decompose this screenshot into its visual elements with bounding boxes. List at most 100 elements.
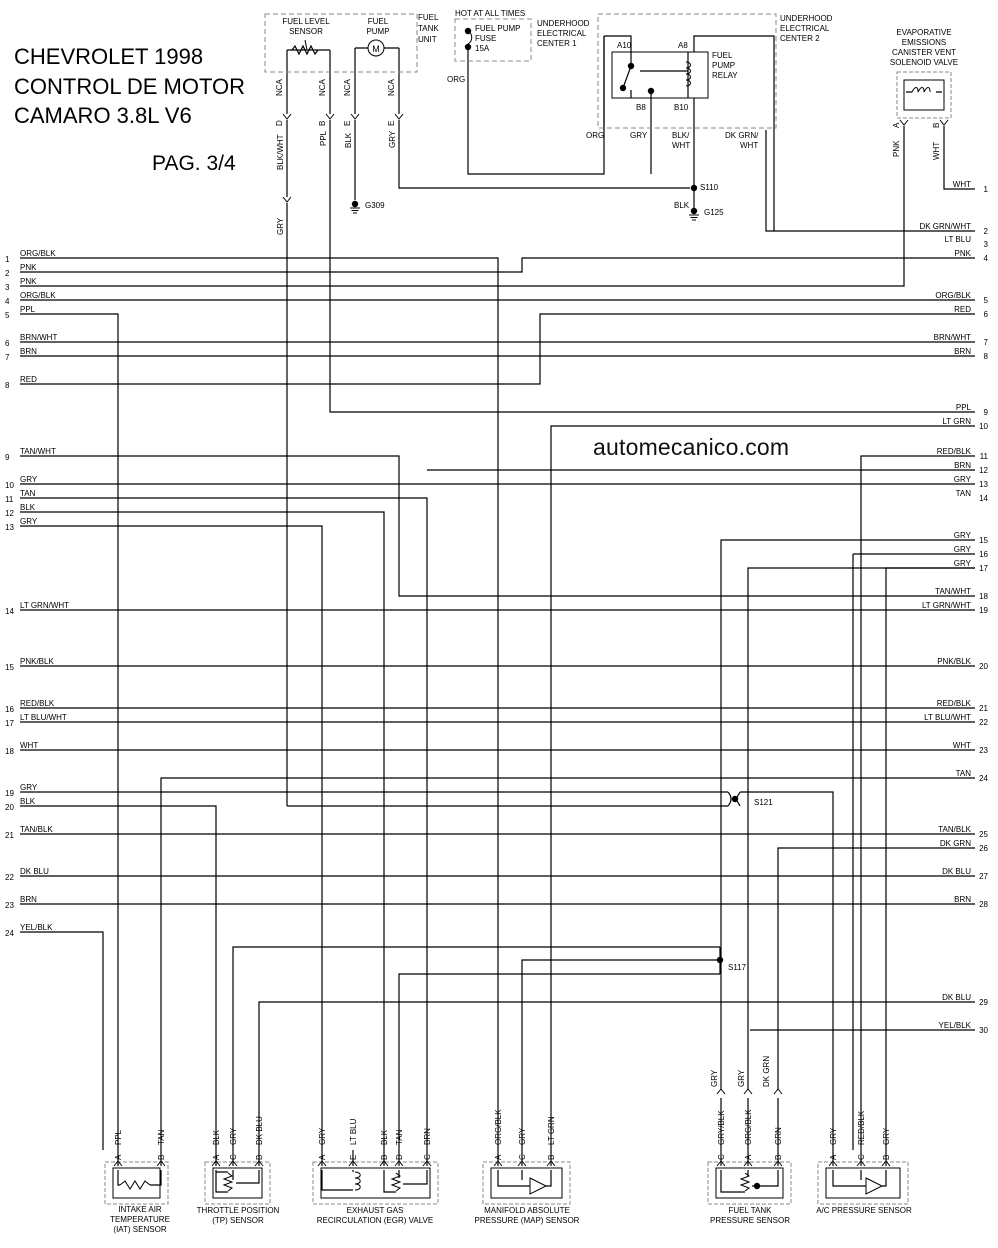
wire <box>20 313 119 1150</box>
underhood-center-2-label: ELECTRICAL <box>780 24 830 33</box>
fuel-tank-unit-label: UNIT <box>418 35 437 44</box>
map-amplifier <box>529 1177 548 1195</box>
left-wire-label: TAN/BLK <box>20 825 53 834</box>
connector-pin-letter: C <box>229 1154 238 1160</box>
right-wire-label: PNK <box>955 249 972 258</box>
sensor-name-label: FUEL TANK <box>729 1206 773 1215</box>
left-wire-label: YEL/BLK <box>20 923 53 932</box>
right-wire-label: GRY <box>954 559 972 568</box>
left-pin-number: 13 <box>5 523 14 532</box>
wire <box>765 130 975 232</box>
right-wire-label: PPL <box>956 403 972 412</box>
sensor-body <box>212 1167 263 1199</box>
right-wire-label: PNK/BLK <box>937 657 971 666</box>
sensor-connector-box <box>204 1161 271 1205</box>
left-pin-number: 6 <box>5 339 10 348</box>
wire <box>232 946 720 1150</box>
connector-pin-arrow <box>743 1160 753 1167</box>
connector-pin-arrow <box>350 113 360 120</box>
sensor-wire-label: TAN <box>157 1129 166 1145</box>
egr-solenoid <box>354 1171 361 1191</box>
connector-pin-letter: E <box>343 121 352 126</box>
title-system: CONTROL DE MOTOR <box>14 74 246 99</box>
underhood-center-1-label: UNDERHOOD <box>537 19 590 28</box>
right-wire-label: LT GRN/WHT <box>922 601 971 610</box>
connector-pin-letter: B <box>318 121 327 126</box>
wire <box>20 525 323 1150</box>
left-pin-number: 8 <box>5 381 10 390</box>
wire-label: BLK/ <box>672 131 690 140</box>
left-pin-number: 17 <box>5 719 14 728</box>
wire <box>20 126 975 287</box>
right-pin-number: 28 <box>979 900 988 909</box>
sensor-body <box>490 1167 563 1199</box>
connector-pin-arrow <box>394 1160 404 1167</box>
splice-label: S121 <box>754 798 773 807</box>
egr-position-sensor <box>390 1172 402 1192</box>
left-wire-label: ORG/BLK <box>20 291 56 300</box>
left-wire-label: GRY <box>20 517 38 526</box>
wire <box>720 1098 779 1150</box>
left-pin-number: 24 <box>5 929 14 938</box>
wiper-dot <box>753 1182 761 1190</box>
sensor-body <box>715 1167 784 1199</box>
connector-pin-arrow <box>517 1160 527 1167</box>
connector-pin-letter: A <box>892 122 901 128</box>
connector-pin-arrow <box>743 1088 753 1095</box>
connector-pin-arrow <box>939 119 949 126</box>
wire-label: GRY <box>388 130 397 148</box>
left-pin-number: 16 <box>5 705 14 714</box>
sensor-wire-label: GRY <box>518 1127 527 1145</box>
right-pin-number: 11 <box>980 452 989 461</box>
sensor-wire-label: TAN <box>395 1129 404 1145</box>
fuel-tank-unit-label: TANK <box>418 24 439 33</box>
wire-label-org: ORG <box>586 131 604 140</box>
sensor-wire-label: ORG/BLK <box>744 1109 753 1145</box>
component-shapes <box>104 13 952 1205</box>
sensor-wire-label: GRY <box>829 1127 838 1145</box>
left-pin-number: 15 <box>5 663 14 672</box>
connector-pin-arrow <box>716 1088 726 1095</box>
left-wire-label: GRY <box>20 475 38 484</box>
wire-label-org: ORG <box>447 75 465 84</box>
right-wire-label: GRY <box>954 531 972 540</box>
connector-pin-arrow <box>282 113 292 120</box>
sensor-wire-label: BRN <box>423 1128 432 1145</box>
sensor-name-label: THROTTLE POSITION <box>197 1206 280 1215</box>
sensor-wire-label: GRY/BLK <box>717 1110 726 1145</box>
sensor-name-label: PRESSURE SENSOR <box>710 1216 790 1225</box>
left-pin-number: 10 <box>5 481 14 490</box>
evap-solenoid-label: EVAPORATIVE <box>896 28 951 37</box>
left-wire-label: PNK <box>20 263 37 272</box>
motor-symbol: M <box>372 44 380 54</box>
connector-pin-letter: E <box>349 1155 358 1160</box>
right-pin-number: 18 <box>979 592 988 601</box>
relay-pin: A8 <box>678 41 688 50</box>
right-wire-label: YEL/BLK <box>939 1021 972 1030</box>
underhood-center-1-label: ELECTRICAL <box>537 29 587 38</box>
left-wire-label: DK BLU <box>20 867 49 876</box>
connector-pin-letter: B <box>774 1155 783 1160</box>
right-pin-number: 1 <box>984 185 989 194</box>
wire <box>20 511 385 1150</box>
sensor-connector-box <box>707 1161 792 1205</box>
wire <box>20 455 975 597</box>
wire <box>860 455 975 1150</box>
wire-label: WHT <box>672 141 690 150</box>
fuel-level-wiper <box>304 39 308 51</box>
wire-label-gry: GRY <box>710 1069 719 1087</box>
connector-pin-letter: A <box>318 1154 327 1160</box>
connector-pin-arrow <box>856 1160 866 1167</box>
right-pin-number: 30 <box>979 1026 988 1035</box>
sensor-name-label: MANIFOLD ABSOLUTE <box>484 1206 570 1215</box>
underhood-center-2-box <box>597 13 777 129</box>
sensor-body <box>825 1167 901 1199</box>
sensor-name-label: TEMPERATURE <box>110 1215 170 1224</box>
right-pin-number: 29 <box>979 998 988 1007</box>
right-wire-label: TAN <box>956 769 972 778</box>
wire <box>258 1001 975 1150</box>
connector-pin-arrow <box>325 113 335 120</box>
right-pin-number: 15 <box>979 536 988 545</box>
connector-pin-arrow <box>379 1160 389 1167</box>
connector-pin-letter: C <box>717 1154 726 1160</box>
